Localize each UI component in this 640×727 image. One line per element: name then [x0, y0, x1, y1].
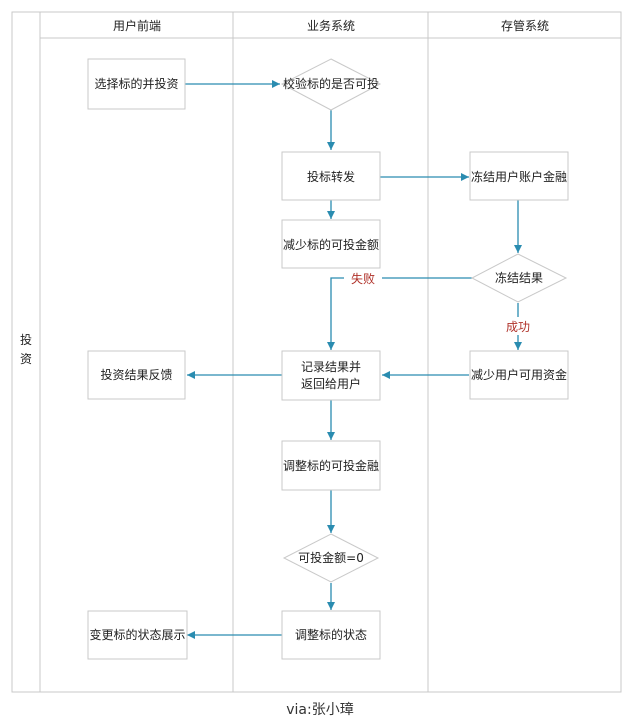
node-record-result-line1: 记录结果并	[301, 360, 361, 374]
node-freeze-result-label: 冻结结果	[495, 270, 543, 285]
row-label-char-1: 投	[20, 332, 32, 347]
node-reduce-amount: 减少标的可投金额	[281, 219, 381, 269]
lane-header-custody: 存管系统	[501, 18, 549, 33]
node-verify-label: 校验标的是否可投	[283, 76, 379, 91]
lane-header-business: 业务系统	[307, 18, 355, 33]
node-show-status-label: 变更标的状态展示	[89, 627, 185, 642]
node-adjust-amount-label: 调整标的可投金融	[283, 458, 379, 473]
node-show-status: 变更标的状态展示	[87, 610, 188, 660]
node-freeze-result-decision: 冻结结果	[470, 253, 568, 303]
node-adjust-amount: 调整标的可投金融	[281, 440, 381, 491]
row-label-char-2: 资	[20, 352, 32, 366]
node-feedback-label: 投资结果反馈	[100, 367, 172, 382]
edge-result-fail-to-record	[327, 277, 472, 350]
edges	[185, 80, 522, 639]
node-reduce-funds-label: 减少用户可用资金	[471, 367, 567, 382]
author-credit: via:张小璋	[286, 702, 354, 718]
node-freeze-user-label: 冻结用户账户金融	[471, 169, 567, 184]
node-select-invest: 选择标的并投资	[87, 58, 186, 110]
edge-label-success: 成功	[506, 320, 530, 334]
node-feedback: 投资结果反馈	[87, 350, 186, 400]
node-forward: 投标转发	[281, 151, 381, 201]
node-amount-zero-label: 可投金额=0	[298, 550, 364, 565]
node-record-result: 记录结果并 返回给用户	[281, 350, 381, 401]
node-reduce-amount-label: 减少标的可投金额	[283, 237, 379, 252]
edge-label-fail: 失败	[351, 271, 375, 286]
node-select-invest-label: 选择标的并投资	[94, 76, 178, 91]
node-verify-decision: 校验标的是否可投	[280, 58, 382, 111]
node-reduce-funds: 减少用户可用资金	[469, 350, 569, 400]
node-record-result-line2: 返回给用户	[301, 376, 361, 391]
lane-header-frontend: 用户前端	[113, 18, 161, 33]
node-adjust-status-label: 调整标的状态	[295, 627, 367, 642]
node-amount-zero-decision: 可投金额=0	[282, 533, 380, 583]
node-adjust-status: 调整标的状态	[281, 610, 381, 660]
node-forward-label: 投标转发	[307, 169, 355, 184]
node-freeze-user: 冻结用户账户金融	[469, 151, 569, 201]
